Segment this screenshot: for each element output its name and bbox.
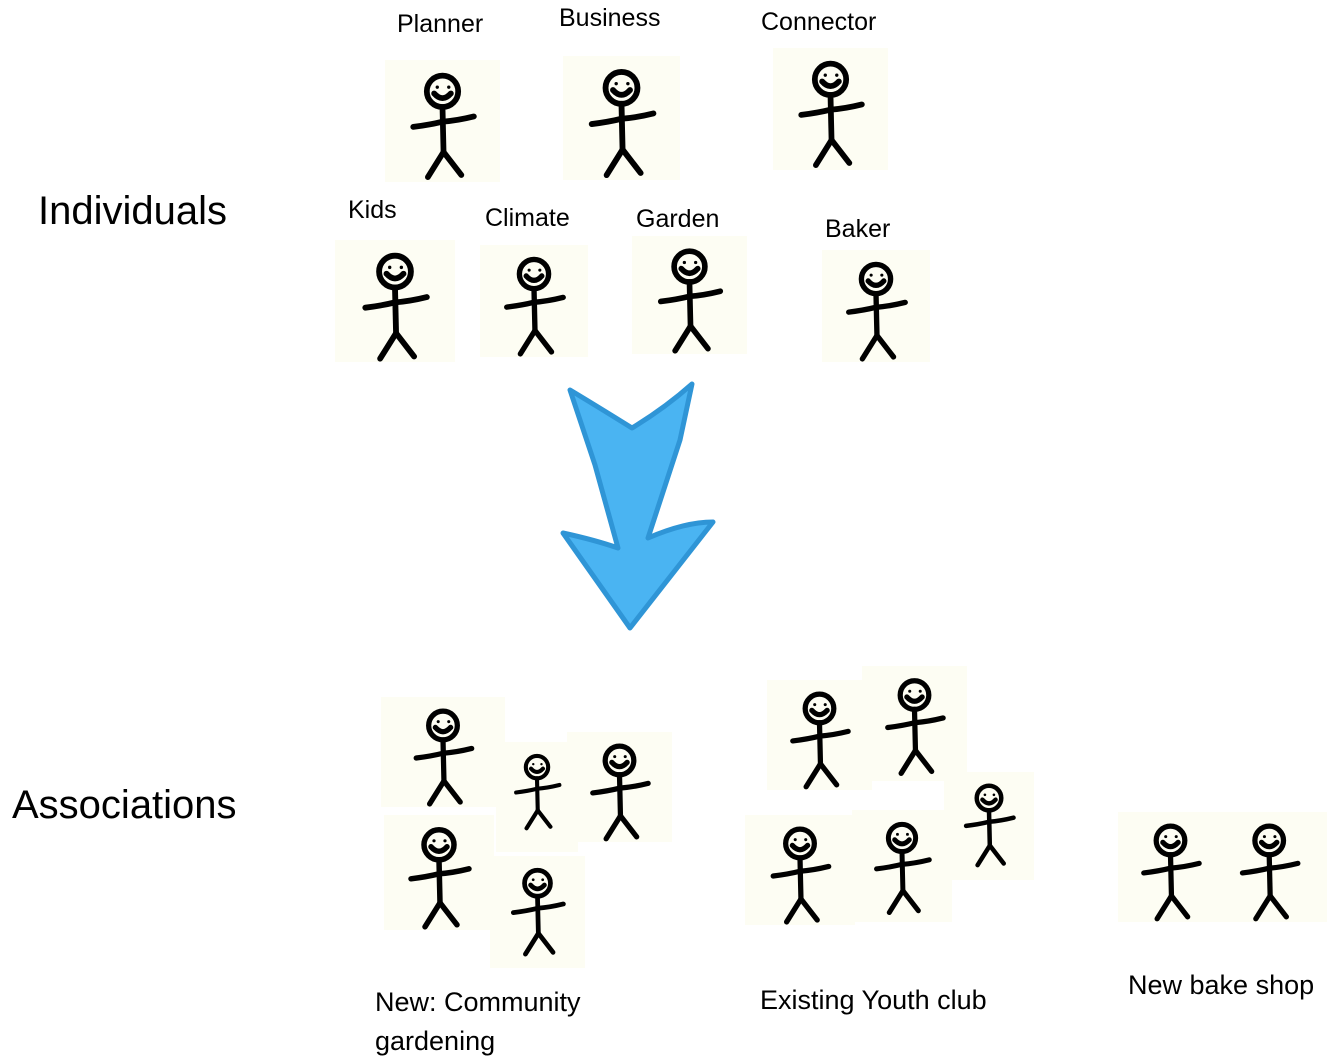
stick-figure-svg [770, 826, 832, 925]
stick-figure-icon [335, 240, 455, 362]
stick-figure-icon [381, 697, 505, 807]
individuals-section-label: Individuals [38, 189, 228, 233]
association-label-bake-shop: New bake shop [1128, 970, 1315, 1000]
stick-figure-drawing [846, 261, 908, 362]
stick-figure-svg [798, 60, 865, 168]
arrow-shape [560, 381, 716, 631]
association-label-youth-club: Existing Youth club [760, 985, 987, 1015]
stick-figure-icon [767, 680, 872, 790]
stick-figure-icon [563, 56, 680, 180]
stick-figure-drawing [874, 821, 932, 916]
stick-figure-drawing [504, 256, 566, 357]
stick-figure-drawing [798, 60, 865, 168]
individual-label-climate: Climate [485, 204, 570, 232]
stick-figure-svg [408, 827, 472, 930]
individual-label-kids: Kids [348, 196, 397, 224]
stick-figure-icon [490, 856, 585, 968]
stick-figure-drawing [790, 691, 851, 790]
stick-figure-drawing [770, 826, 832, 925]
stick-figure-svg [790, 691, 851, 790]
stick-figure-icon [384, 815, 494, 930]
stick-figure-icon [773, 48, 888, 170]
association-label-line-2: gardening [375, 1026, 496, 1057]
individual-label-business: Business [559, 4, 661, 32]
stick-figure-svg [657, 248, 724, 354]
stick-figure-icon [944, 772, 1034, 880]
stick-figure-drawing [362, 252, 430, 362]
stick-figure-svg [874, 821, 932, 916]
individual-label-connector: Connector [761, 8, 877, 36]
stick-figure-svg [362, 252, 430, 362]
individual-label-planner: Planner [397, 10, 484, 38]
stick-figure-drawing [1141, 823, 1202, 922]
stick-figure-icon [567, 732, 672, 842]
stick-figure-svg [885, 678, 946, 776]
stick-figure-svg [504, 256, 566, 357]
stick-figure-icon [632, 236, 747, 354]
stick-figure-drawing [588, 69, 657, 179]
association-label-community-gardening: New: Community gardening [375, 983, 581, 1061]
stick-figure-icon [852, 810, 952, 922]
individual-label-garden: Garden [636, 205, 720, 233]
stick-figure-svg [588, 69, 657, 179]
stick-figure-svg [413, 708, 475, 807]
stick-figure-drawing [514, 753, 562, 831]
stick-figure-icon [862, 666, 967, 781]
stick-figure-drawing [657, 248, 724, 354]
stick-figure-svg [963, 783, 1016, 868]
stick-figure-svg [846, 261, 908, 362]
stick-figure-icon [496, 742, 578, 852]
stick-figure-svg [514, 753, 562, 831]
individual-label-baker: Baker [825, 215, 891, 243]
stick-figure-icon [1118, 812, 1327, 922]
association-label-line-1: New: Community [375, 987, 581, 1017]
stick-figure-svg [590, 743, 651, 842]
stick-figure-svg [1141, 823, 1301, 922]
stick-figure-drawing [590, 743, 651, 842]
stick-figure-drawing [963, 783, 1016, 868]
stick-figure-icon [385, 60, 500, 182]
stick-figure-drawing [1239, 823, 1301, 922]
stick-figure-drawing [408, 827, 472, 930]
stick-figure-drawing [885, 678, 946, 776]
stick-figure-drawing [510, 867, 566, 957]
stick-figure-icon [822, 250, 930, 362]
stick-figure-svg [410, 72, 477, 180]
down-arrow-icon [560, 381, 716, 631]
stick-figure-svg [510, 867, 566, 957]
stick-figure-drawing [410, 72, 477, 180]
associations-section-label: Associations [12, 783, 237, 827]
stick-figure-icon [480, 245, 588, 357]
stick-figure-drawing [413, 708, 475, 807]
stick-figure-icon [745, 815, 855, 925]
